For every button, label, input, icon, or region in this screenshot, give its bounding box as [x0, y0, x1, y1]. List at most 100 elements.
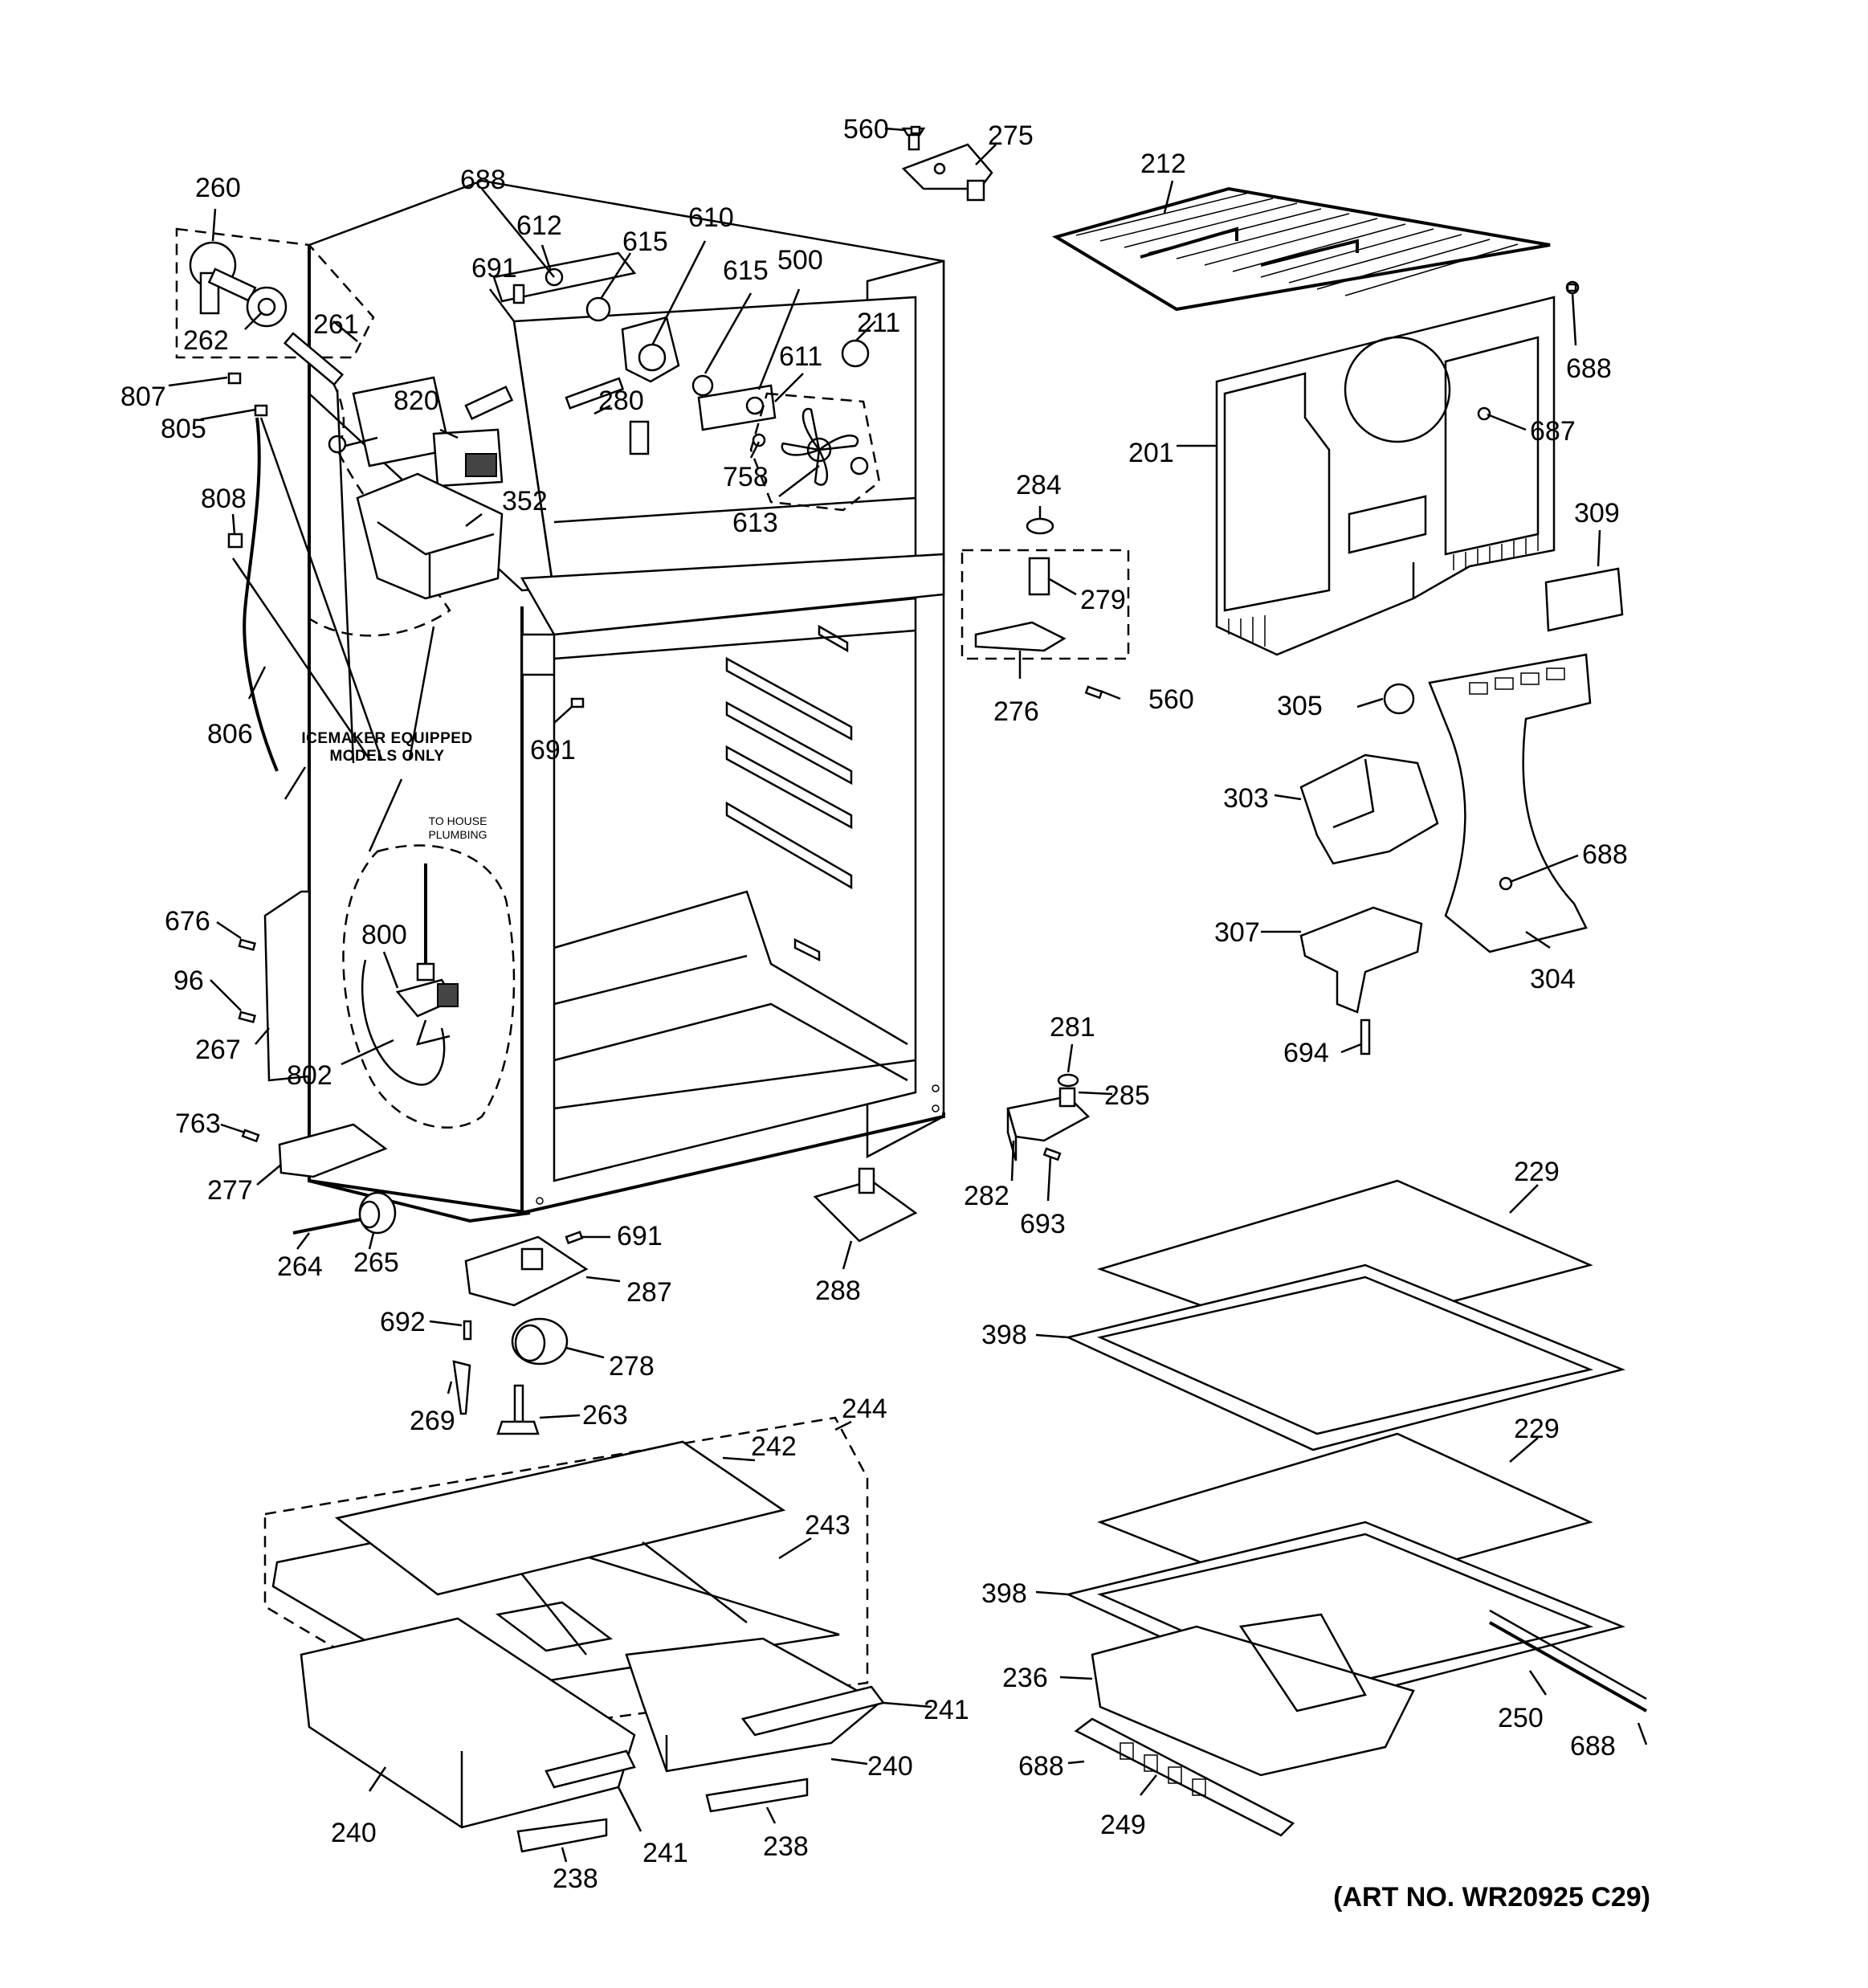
label-691b: 691 — [530, 735, 576, 765]
art-number: (ART NO. WR20925 C29) — [1333, 1882, 1650, 1912]
label-240b: 240 — [331, 1818, 377, 1848]
label-688c: 688 — [1582, 839, 1628, 870]
icemaker-note-line2: MODELS ONLY — [329, 748, 444, 765]
label-277: 277 — [207, 1175, 253, 1206]
lower-hinge — [1006, 1073, 1091, 1161]
309-insulation-pad — [1544, 567, 1624, 632]
top-hinge — [901, 127, 993, 202]
label-615b: 615 — [723, 255, 769, 286]
label-611: 611 — [779, 341, 822, 372]
694-screw — [1360, 1018, 1371, 1055]
leader-lines — [168, 127, 1648, 1863]
label-243: 243 — [805, 1510, 850, 1541]
label-250: 250 — [1498, 1703, 1544, 1733]
label-691c: 691 — [617, 1221, 663, 1251]
label-96: 96 — [173, 965, 204, 996]
icemaker-note-arrows — [231, 389, 435, 852]
label-693: 693 — [1020, 1209, 1066, 1239]
label-303: 303 — [1223, 783, 1269, 814]
label-688e: 688 — [1570, 1731, 1616, 1761]
label-288: 288 — [815, 1276, 861, 1306]
label-261: 261 — [313, 309, 359, 340]
label-241: 241 — [924, 1695, 969, 1725]
label-280: 280 — [598, 386, 644, 416]
label-800: 800 — [361, 920, 407, 950]
water-valve — [361, 863, 459, 1086]
label-281: 281 — [1050, 1012, 1095, 1043]
label-276: 276 — [993, 696, 1039, 727]
air-duct — [1428, 653, 1592, 953]
label-820: 820 — [394, 386, 439, 416]
label-352: 352 — [502, 486, 548, 516]
303-damper-housing — [1299, 753, 1439, 865]
label-688d: 688 — [1018, 1751, 1064, 1782]
bottom-hardware — [227, 125, 1577, 1435]
water-valve-cutaway-outline — [342, 844, 516, 1129]
label-309: 309 — [1574, 498, 1620, 529]
label-805: 805 — [161, 414, 206, 444]
evaporator-cover — [1215, 280, 1580, 656]
label-758: 758 — [723, 462, 769, 492]
label-284: 284 — [1016, 470, 1062, 500]
label-212: 212 — [1140, 149, 1186, 179]
glass-shelves — [1065, 1179, 1647, 1837]
label-238: 238 — [553, 1863, 598, 1894]
label-807: 807 — [120, 382, 166, 412]
label-305: 305 — [1277, 691, 1323, 721]
shelf-supports — [725, 624, 853, 962]
inlet-kit-outline — [175, 227, 375, 359]
label-560: 560 — [843, 114, 889, 145]
305-damper — [1383, 683, 1415, 715]
label-241b: 241 — [642, 1838, 688, 1868]
label-694: 694 — [1283, 1038, 1329, 1068]
center-hinge — [974, 517, 1067, 652]
house-plumbing-note-line2: PLUMBING — [428, 828, 487, 841]
label-229b: 229 — [1514, 1414, 1560, 1444]
label-691: 691 — [471, 253, 517, 284]
label-240: 240 — [867, 1751, 913, 1782]
label-267: 267 — [195, 1035, 241, 1065]
label-802: 802 — [287, 1060, 332, 1091]
label-238b: 238 — [763, 1831, 809, 1862]
label-808: 808 — [201, 484, 247, 514]
label-560b: 560 — [1148, 684, 1194, 715]
label-201: 201 — [1128, 438, 1174, 468]
label-275: 275 — [988, 120, 1034, 151]
label-264: 264 — [277, 1251, 323, 1282]
center-hinge-kit-outline — [961, 549, 1130, 660]
label-687: 687 — [1530, 416, 1576, 447]
label-304: 304 — [1530, 964, 1576, 994]
label-285: 285 — [1104, 1080, 1150, 1111]
inlet-fitting — [189, 241, 345, 386]
label-229: 229 — [1514, 1157, 1560, 1187]
label-260: 260 — [195, 173, 241, 203]
806-water-tube — [243, 417, 279, 772]
freezer-wire-shelf — [1051, 186, 1551, 312]
label-278: 278 — [609, 1351, 655, 1382]
label-688: 688 — [460, 165, 506, 195]
label-287: 287 — [626, 1277, 672, 1308]
label-615: 615 — [622, 227, 668, 257]
label-236: 236 — [1002, 1663, 1048, 1693]
refrigerator-case — [308, 179, 945, 1223]
label-612: 612 — [516, 210, 562, 241]
label-307: 307 — [1214, 917, 1260, 948]
label-692: 692 — [380, 1307, 426, 1337]
label-398b: 398 — [981, 1578, 1027, 1609]
house-plumbing-note-line1: TO HOUSE — [429, 814, 487, 827]
label-211: 211 — [857, 308, 900, 338]
label-613: 613 — [732, 508, 778, 538]
label-262: 262 — [183, 325, 229, 356]
label-279: 279 — [1080, 585, 1126, 615]
267-bracket — [263, 890, 311, 1082]
label-242: 242 — [751, 1431, 797, 1462]
label-269: 269 — [410, 1406, 455, 1436]
label-282: 282 — [964, 1181, 1009, 1211]
part-labels: 560 275 212 260 688 612 615 610 691 615 … — [120, 114, 1628, 1894]
label-244: 244 — [842, 1394, 887, 1424]
307-control-housing — [1299, 906, 1423, 1014]
label-610: 610 — [688, 202, 734, 233]
crisper-cover-kit-outline — [263, 1416, 869, 1737]
label-398: 398 — [981, 1320, 1027, 1350]
